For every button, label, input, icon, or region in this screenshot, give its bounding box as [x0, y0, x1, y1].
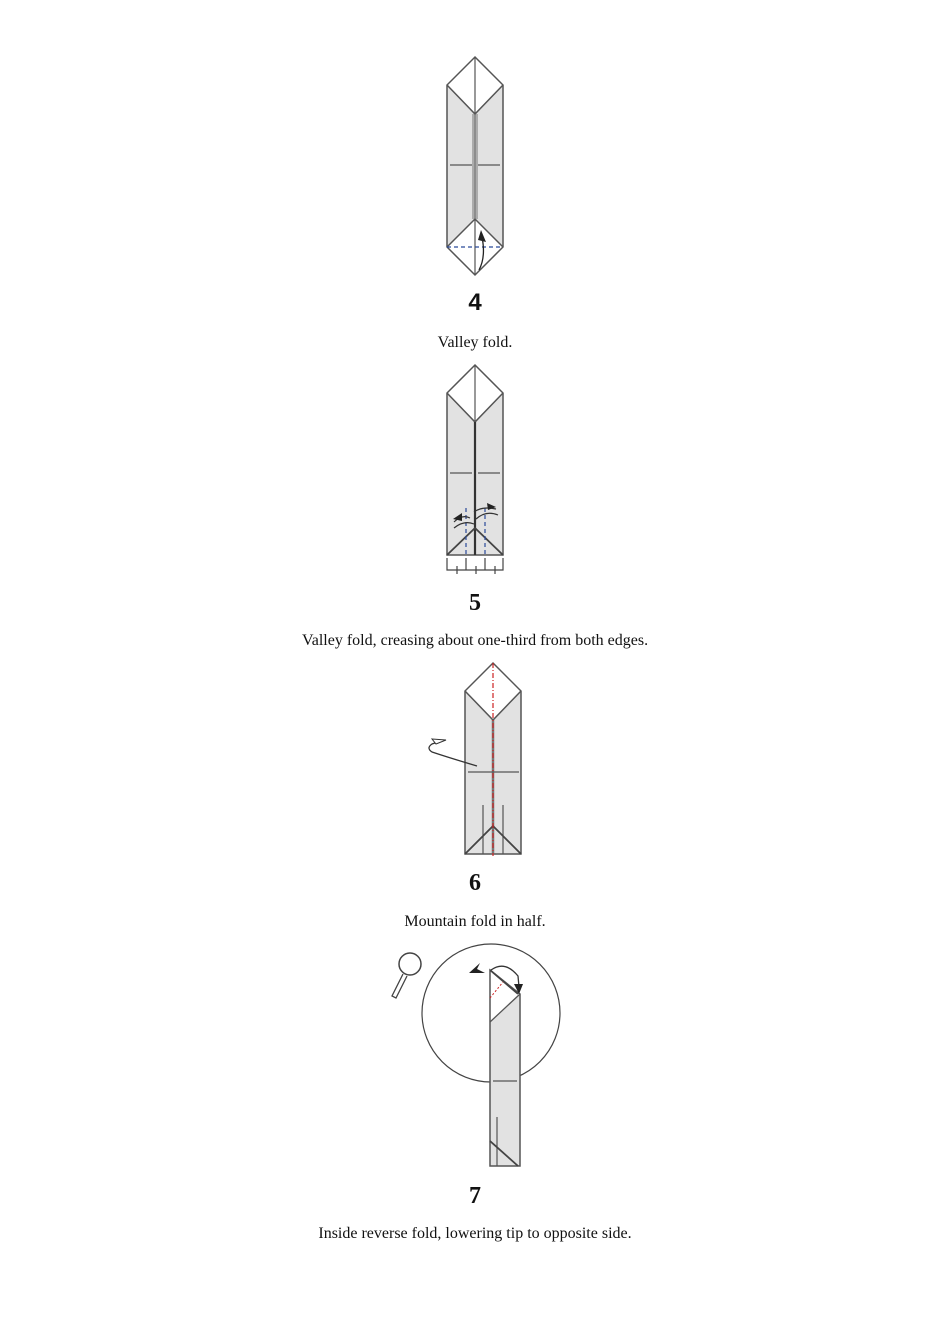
step-6-number: 6: [469, 870, 481, 896]
step-5-number: 5: [469, 590, 481, 616]
step-4-caption: Valley fold.: [437, 334, 513, 351]
step-6-diagram: [420, 660, 540, 860]
step-7-diagram: [385, 942, 570, 1172]
step-7-caption: Inside reverse fold, lowering tip to opp…: [318, 1225, 632, 1242]
step-7-number: 7: [469, 1183, 481, 1209]
step-6-caption: Mountain fold in half.: [404, 913, 546, 930]
step-4-number: 4: [468, 289, 482, 316]
step-5-caption: Valley fold, creasing about one-third fr…: [301, 632, 649, 649]
magnifying-glass-icon: [391, 952, 422, 999]
step-4-diagram: [440, 52, 510, 282]
step-5-diagram: [440, 362, 510, 577]
